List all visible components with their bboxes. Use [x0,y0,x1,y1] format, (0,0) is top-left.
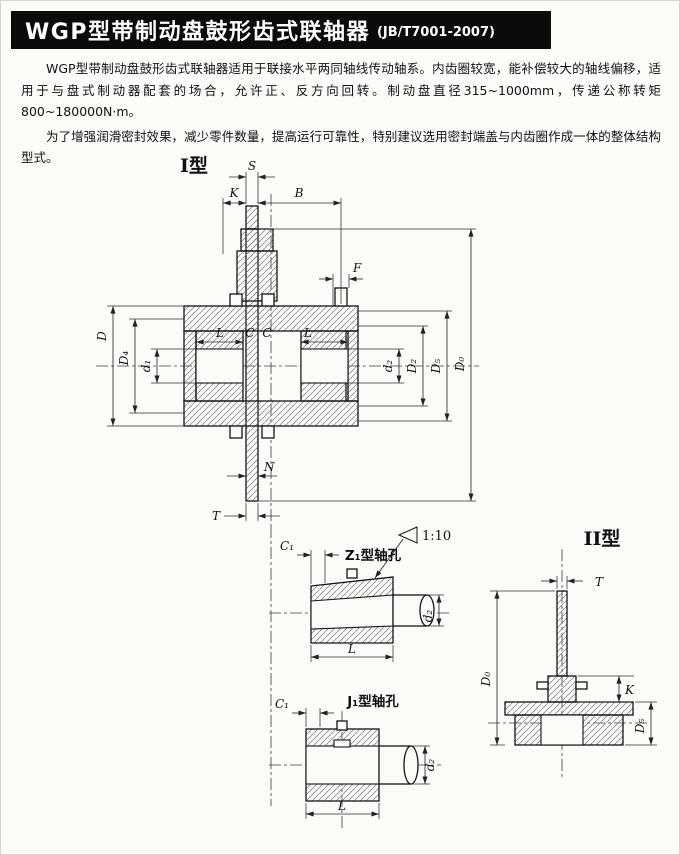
dim-S: S [229,159,275,204]
intro-text-block: WGP型带制动盘鼓形齿式联轴器适用于联接水平两同轴线传动轴系。内齿圈较宽，能补偿… [21,58,661,172]
z1-bore-title: Z₁型轴孔 [345,547,402,564]
dim-D5-main-label: D₅ [429,359,443,375]
type2-label: II型 [584,527,621,550]
flange-bolt [229,293,243,307]
flange-type2 [504,701,634,716]
dim-D2-label: D₂ [405,359,419,375]
dim-K-B: K B [222,186,342,304]
dim-D0-main-label: D₀ [453,357,467,373]
dim-d2-j1-label: d₂ [423,759,437,772]
j1-bore-title: J₁型轴孔 [346,693,399,710]
hub-bolt [575,681,588,690]
dim-N: N [227,460,277,479]
dim-N-label: N [263,460,275,474]
flange-bolt [261,425,275,439]
dim-L-z1-label: L [347,642,356,656]
type1-label: I型 [180,154,208,177]
dim-L-j1-label: L [337,799,346,813]
dim-C1-z1-label: C₁ [280,539,294,553]
standard-code: (JB/T7001-2007) [376,24,495,40]
dim-L-j1: L [305,799,380,819]
taper-callout: 1:10 [374,526,451,579]
dim-L-z1: L [310,642,394,662]
type2-disc-and-body [504,590,634,746]
dim-K-label: K [229,186,240,200]
taper-ratio-label: 1:10 [422,529,451,544]
dim-D0-type2-label: D₀ [479,672,493,688]
z1-hub [310,568,435,644]
dim-L-right-label: L [303,326,312,340]
page-title-banner: WGP型带制动盘鼓形齿式联轴器 (JB/T7001-2007) [11,11,551,49]
intro-paragraph-2: 为了增强润滑密封效果，减少零件数量，提高运行可靠性，特别建议选用密封端盖与内齿圈… [21,128,661,166]
type2-drawing: II型 T [479,527,657,778]
dim-F-label: F [352,261,362,275]
j1-hub [305,720,419,802]
hub-bolt [536,681,549,690]
dim-C1-z1: C₁ [280,539,339,584]
dim-C1-j1: C₁ [275,697,334,727]
dim-D-label: D [95,331,109,342]
bore-d2 [300,348,349,384]
page-title: WGP型带制动盘鼓形齿式联轴器 [25,20,370,45]
dim-D5-type2: D₅ [625,701,657,746]
dims-inner: L C C L [196,326,348,345]
dim-T-type2: T [541,575,604,589]
dim-d2-main-label: d₂ [381,360,395,373]
dim-T-main-label: T [212,509,221,523]
j1-bore-drawing: J₁型轴孔 C₁ d₂ [269,693,441,831]
centerlines-main [96,194,479,806]
keyway [333,739,351,748]
dim-F: F [319,261,363,306]
main-assembly-drawing: I型 [95,154,479,806]
brake-disc [236,205,278,502]
dim-S-label: S [248,159,256,173]
z1-bore-drawing: 1:10 Z₁型轴孔 C₁ d₂ [269,526,451,662]
dim-T-main: T [212,503,280,523]
dim-L-left-label: L [215,326,224,340]
dim-d1-label: d₁ [139,360,153,373]
bore-d1 [195,348,244,384]
dim-D5-type2-label: D₅ [633,719,647,735]
flange-bolt [229,425,243,439]
dim-T-type2-label: T [595,575,604,589]
dim-C-right-label: C [262,326,271,340]
dim-d2-z1-label: d₂ [421,610,435,623]
dim-D4-label: D₄ [117,351,131,367]
disc-hub-type2 [547,675,577,703]
technical-drawing: I型 [95,154,657,831]
dim-C1-j1-label: C₁ [275,697,289,711]
flange-bolt [261,293,275,307]
dim-K-type2-label: K [624,683,635,697]
coupling-body [183,287,359,439]
dim-K-type2: K [578,675,635,703]
dims-left: D D₄ d₁ [95,305,196,427]
brake-disc-type2 [556,590,568,677]
dims-right: d₂ D₂ D₅ D₀ [258,228,476,502]
dim-d2-z1: d₂ [421,594,444,627]
dim-B-label: B [294,186,304,200]
dim-D0-type2: D₀ [479,590,555,746]
intro-paragraph-1: WGP型带制动盘鼓形齿式联轴器适用于联接水平两同轴线传动轴系。内齿圈较宽，能补偿… [21,61,661,119]
dim-C-left-label: C [245,326,254,340]
dim-d2-j1: d₂ [411,745,437,785]
